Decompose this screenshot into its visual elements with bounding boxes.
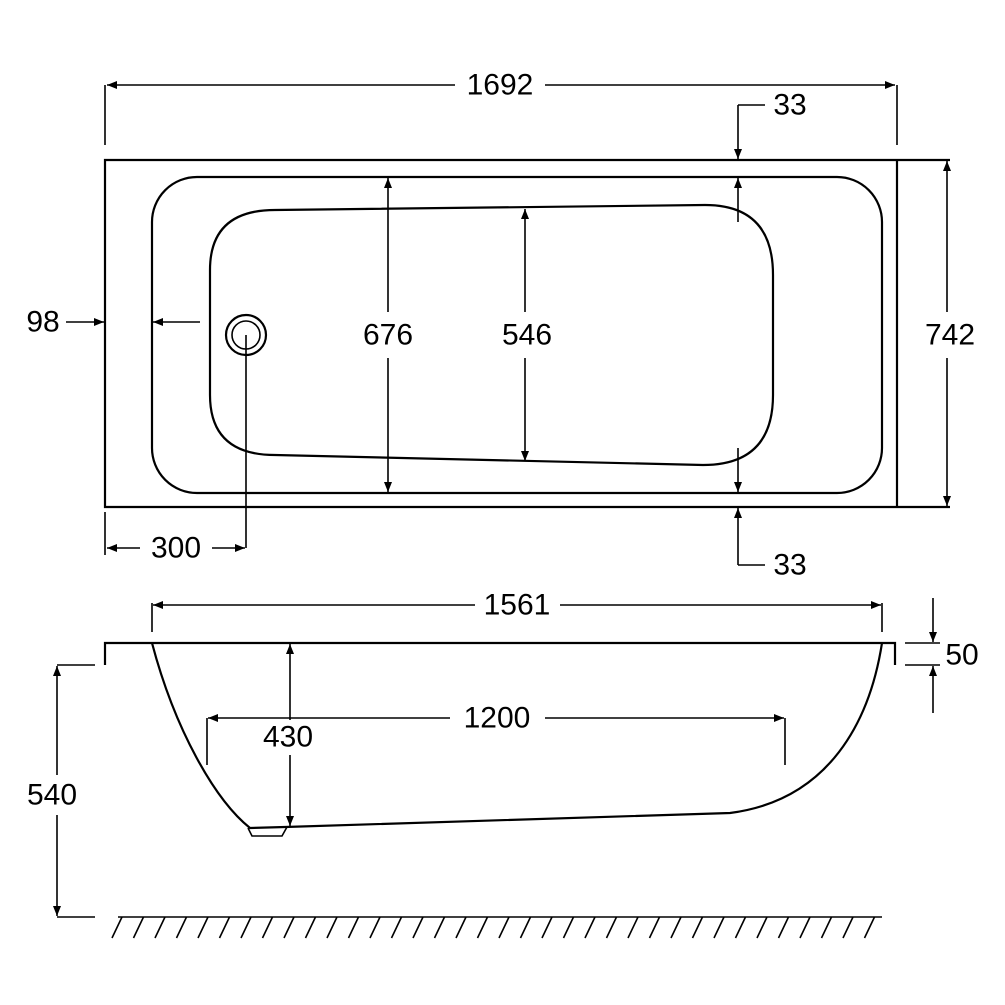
hatch-mark	[433, 916, 446, 939]
basin-outline	[208, 203, 775, 467]
dim-label: 546	[502, 319, 552, 352]
plan-view: 1692 33 33 676 546	[26, 69, 975, 582]
inner-rim-outline	[150, 175, 884, 495]
dim-label: 33	[773, 549, 806, 582]
dim-label: 742	[925, 319, 975, 352]
floor-hatching	[111, 916, 882, 939]
dim-inner-width: 676	[363, 178, 413, 492]
hatch-mark	[347, 916, 360, 939]
dim-rim-end: 98	[26, 306, 200, 339]
dim-waste-offset: 300	[104, 335, 247, 565]
hatch-mark	[111, 916, 123, 939]
hatch-mark	[519, 916, 532, 939]
dim-label: 98	[26, 306, 59, 339]
hatch-mark	[584, 916, 596, 939]
dim-basin-depth: 430	[263, 644, 313, 826]
hatch-mark	[283, 916, 295, 939]
dim-label: 430	[263, 721, 313, 754]
hatch-mark	[498, 916, 510, 939]
dim-label: 676	[363, 319, 413, 352]
hatch-mark	[476, 916, 489, 939]
dim-label: 1692	[467, 69, 534, 102]
hatch-mark	[326, 916, 338, 939]
hatch-mark	[154, 916, 166, 939]
hatch-mark	[562, 916, 575, 939]
waste-outlet	[247, 826, 288, 837]
hatch-mark	[455, 916, 467, 939]
hatch-mark	[734, 916, 747, 939]
hatch-mark	[756, 916, 768, 939]
dim-rim-thickness: 50	[905, 598, 979, 713]
hatch-mark	[304, 916, 317, 939]
dim-rim-top: 33	[734, 89, 807, 222]
dim-label: 50	[945, 639, 978, 672]
outer-rim-outline	[103, 158, 950, 509]
dim-inner-length: 1561	[151, 589, 883, 632]
hatch-mark	[218, 916, 231, 939]
tub-profile	[150, 642, 884, 830]
dim-overall-width: 742	[925, 161, 975, 506]
hatch-mark	[777, 916, 790, 939]
dim-label: 300	[151, 532, 201, 565]
hatch-mark	[240, 916, 252, 939]
dim-base-length: 1200	[206, 702, 786, 765]
hatch-mark	[605, 916, 618, 939]
hatch-mark	[691, 916, 704, 939]
hatch-mark	[197, 916, 209, 939]
hatch-mark	[648, 916, 661, 939]
hatch-mark	[369, 916, 381, 939]
dim-rim-bottom: 33	[734, 448, 807, 582]
hatch-mark	[132, 916, 145, 939]
dim-basin-width: 546	[502, 209, 552, 461]
dim-overall-height: 540	[27, 664, 95, 918]
hatch-mark	[799, 916, 811, 939]
hatch-mark	[670, 916, 682, 939]
hatch-mark	[390, 916, 403, 939]
hatch-mark	[820, 916, 833, 939]
dim-overall-length: 1692	[104, 69, 898, 145]
hatch-mark	[863, 916, 876, 939]
dim-label: 1561	[484, 589, 551, 622]
hatch-mark	[412, 916, 424, 939]
hatch-mark	[627, 916, 639, 939]
hatch-mark	[261, 916, 274, 939]
hatch-mark	[842, 916, 854, 939]
dim-label: 33	[773, 89, 806, 122]
hatch-mark	[175, 916, 188, 939]
dim-label: 540	[27, 779, 77, 812]
hatch-mark	[713, 916, 725, 939]
hatch-mark	[541, 916, 553, 939]
dim-label: 1200	[464, 702, 531, 735]
rim-line	[103, 641, 897, 665]
side-view: 1561 50 1200 430 540	[27, 589, 979, 939]
